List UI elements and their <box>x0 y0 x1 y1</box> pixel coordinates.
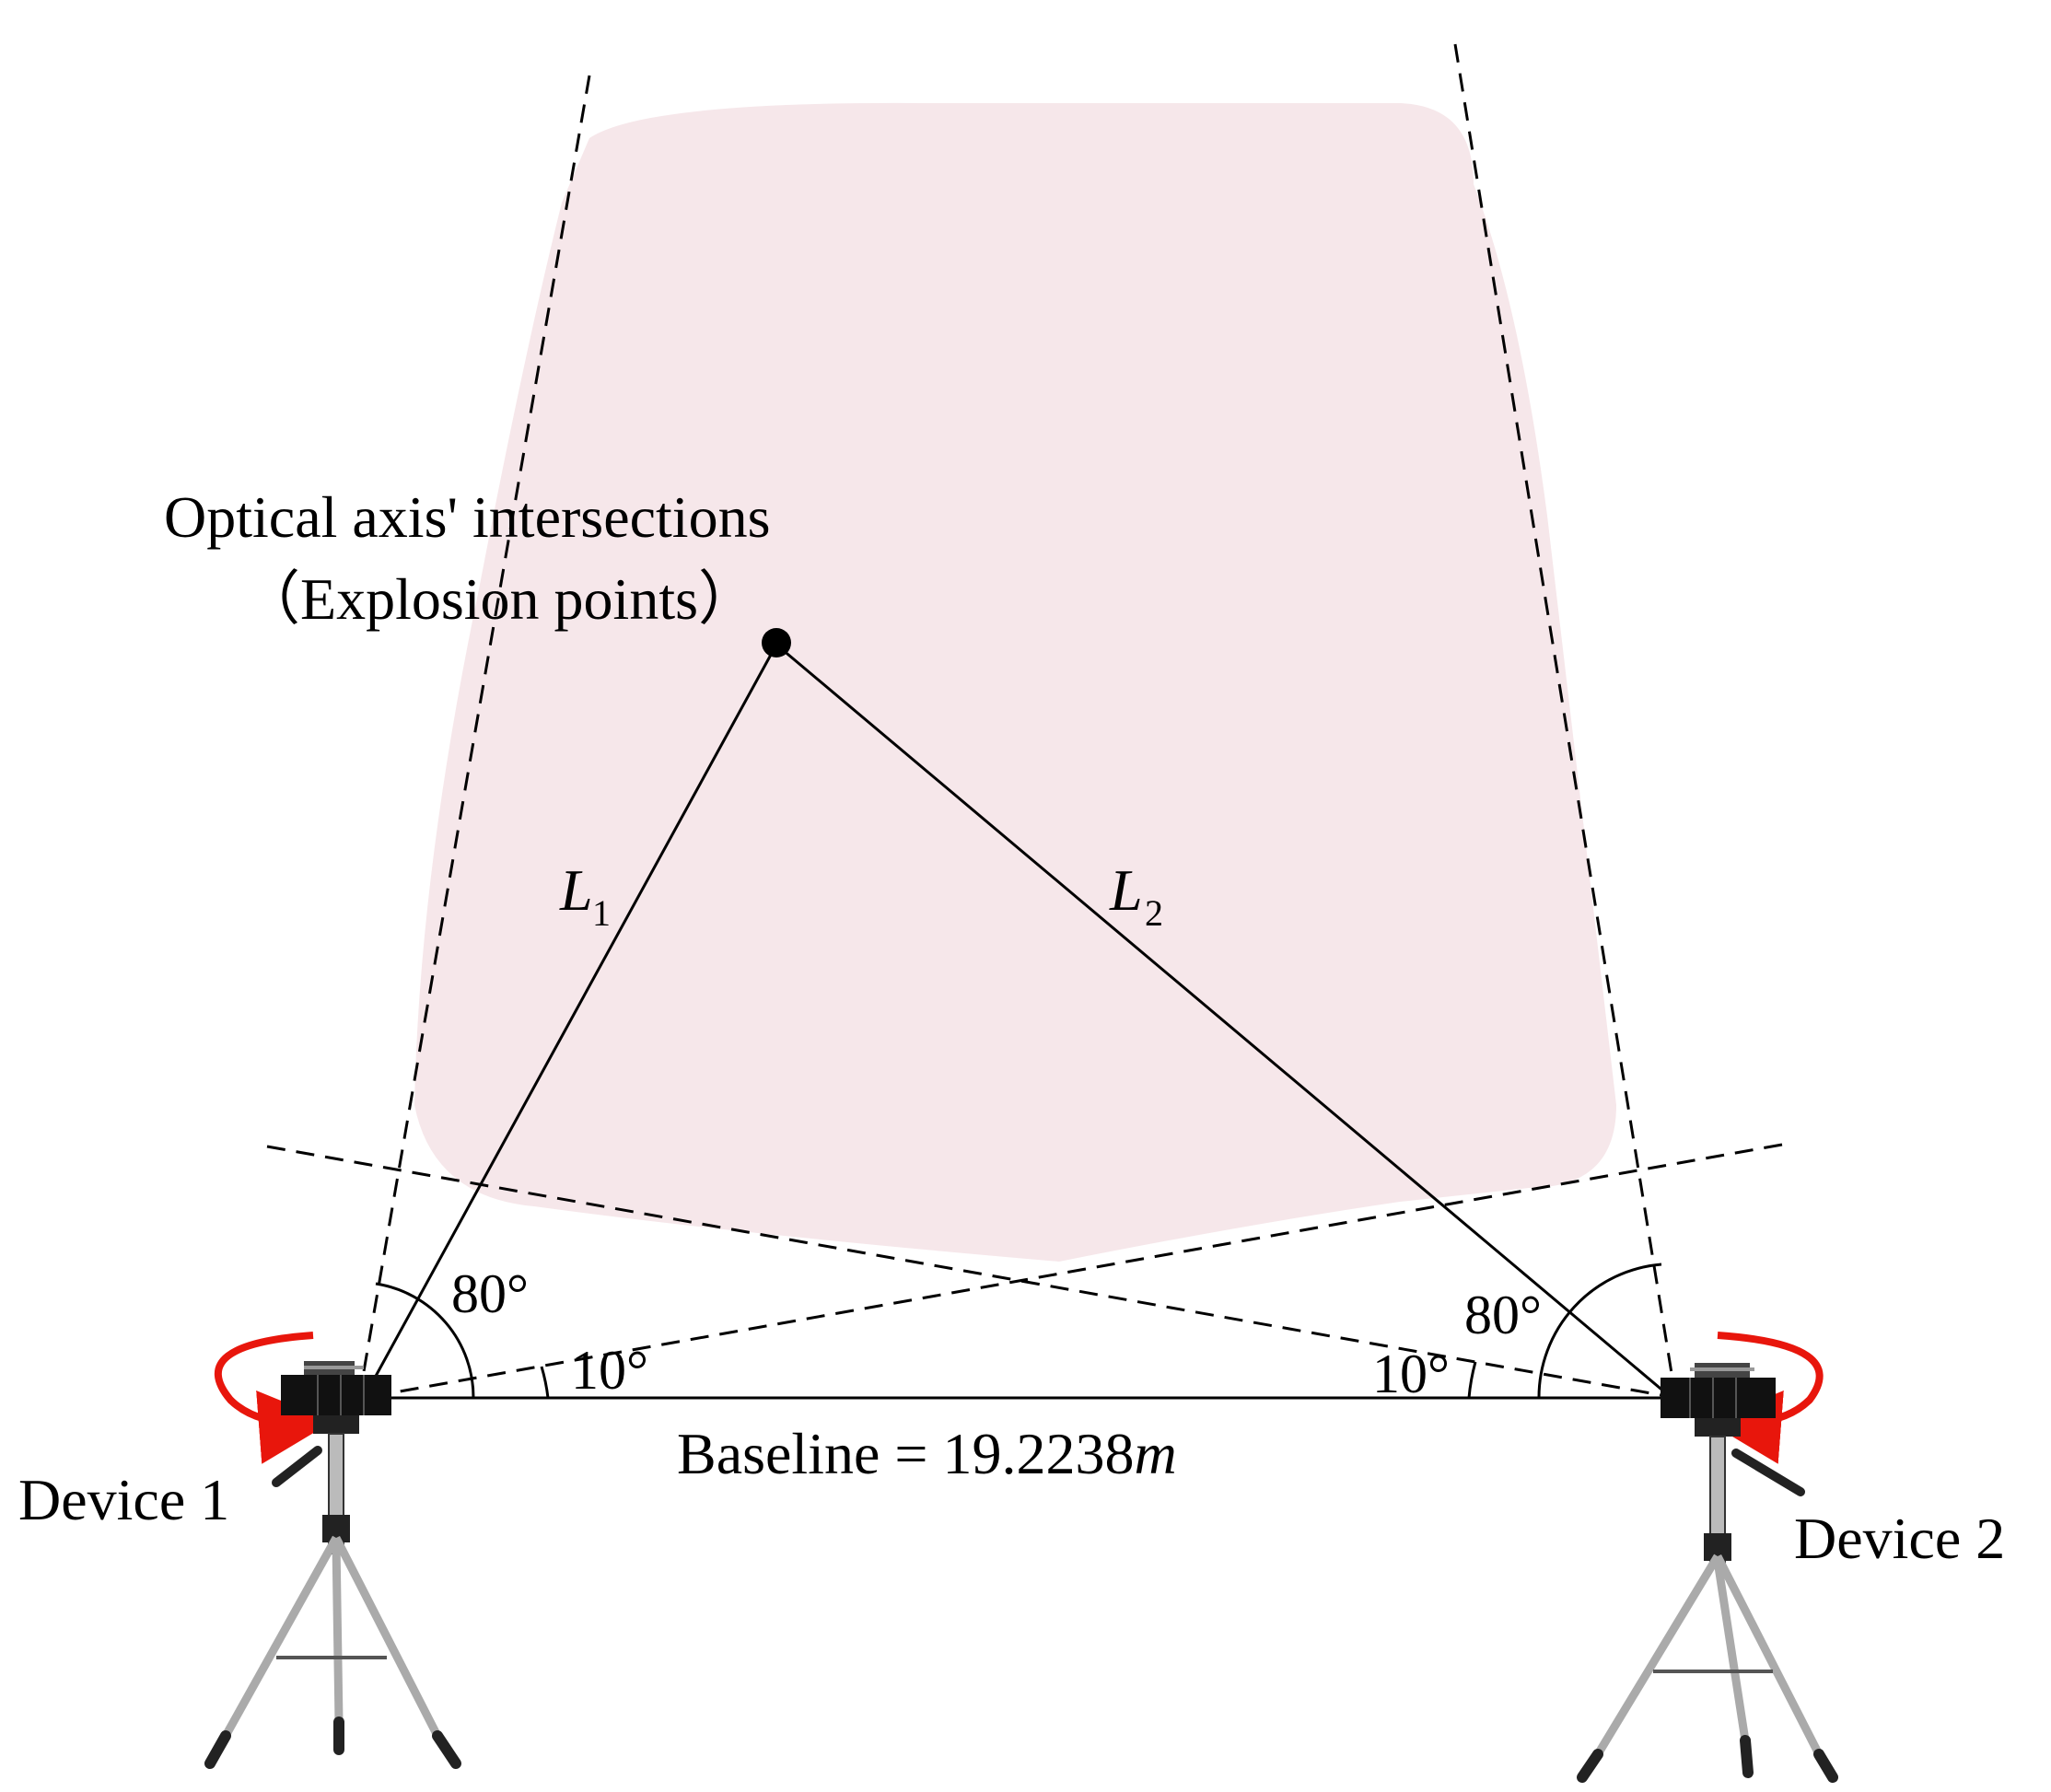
intersection-label-line2: （Explosion points） <box>241 566 757 632</box>
l2-line <box>775 643 1672 1400</box>
device2-tripod-icon <box>1577 1418 1838 1783</box>
angle-arcs <box>375 1263 1662 1399</box>
device1-fov-left-edge <box>357 75 591 1399</box>
fov-dashed-lines <box>266 43 1783 1402</box>
device1-tripod-icon <box>204 1415 461 1769</box>
device2-fov-right-edge <box>1453 43 1678 1402</box>
device1-label: Device 1 <box>18 1467 229 1532</box>
triangle <box>362 643 1672 1400</box>
baseline-unit: m <box>1134 1421 1176 1486</box>
device1-camera-icon <box>281 1361 391 1415</box>
device2-label: Device 2 <box>1794 1506 2005 1571</box>
right-10-arc <box>1467 1361 1477 1399</box>
l1-line <box>362 644 778 1399</box>
device2-rotation-arrow <box>1707 1332 1824 1464</box>
left-10-arc <box>540 1366 550 1399</box>
l1-subscript: 1 <box>592 892 611 934</box>
device2-fov-left-edge <box>266 1145 1672 1399</box>
angle-left-80-label: 80° <box>451 1263 529 1324</box>
device1 <box>204 1332 461 1769</box>
intersection-label-line1: Optical axis' intersections <box>164 484 770 550</box>
baseline-value: Baseline = 19.2238 <box>677 1421 1134 1486</box>
device1-rotation-arrow <box>214 1332 332 1464</box>
l1-label: L <box>559 857 593 923</box>
device2-camera-icon <box>1661 1363 1776 1418</box>
l2-subscript: 2 <box>1145 892 1163 934</box>
baseline-label: Baseline = 19.2238m <box>677 1421 1177 1486</box>
device1-fov-right-edge <box>363 1143 1783 1400</box>
explosion-point-marker <box>762 628 791 657</box>
right-80-arc <box>1537 1263 1662 1399</box>
l2-label: L <box>1109 857 1143 923</box>
angle-right-80-label: 80° <box>1464 1285 1542 1345</box>
angle-right-10-label: 10° <box>1372 1344 1450 1404</box>
left-80-arc <box>375 1282 475 1399</box>
overlap-region <box>414 102 1616 1262</box>
device2 <box>1577 1332 1838 1783</box>
angle-left-10-label: 10° <box>571 1340 648 1401</box>
